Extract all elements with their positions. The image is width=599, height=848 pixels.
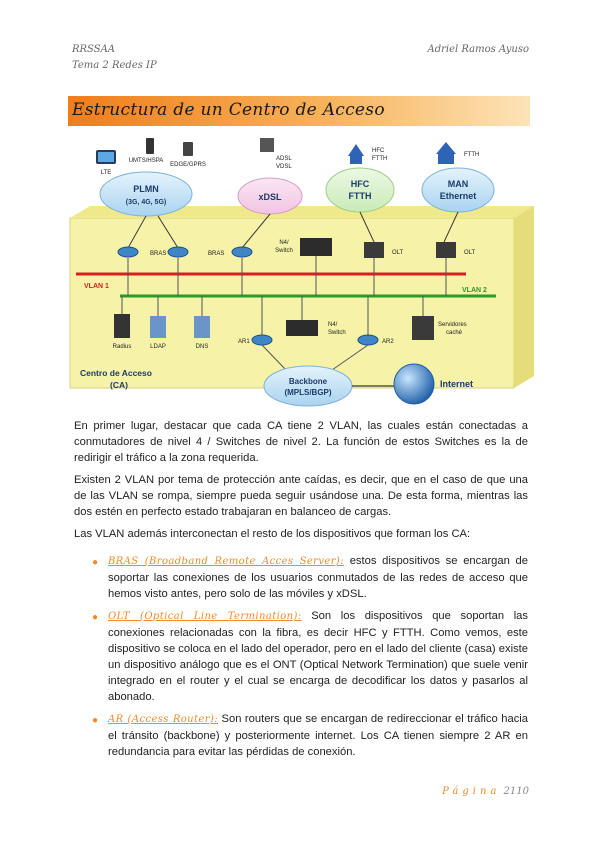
header-author: Adriel Ramos Ayuso: [427, 44, 530, 55]
bras-router-icon: BRAS: [117, 246, 166, 258]
svg-text:AR2: AR2: [382, 339, 394, 345]
radius-server-icon: Radius: [113, 314, 132, 350]
bullet-icon: ●: [92, 612, 99, 623]
modem-icon: ADSL VDSL: [260, 138, 292, 170]
lte-device-icon: LTE: [96, 150, 116, 176]
dns-database-icon: DNS: [194, 316, 210, 350]
svg-text:HFC: HFC: [372, 148, 385, 154]
page-footer: Página 2110: [442, 786, 529, 797]
header-subject: RRSSAA: [72, 44, 116, 55]
svg-text:LTE: LTE: [101, 170, 112, 176]
term-description: Son routers que se encargan de redirecci…: [108, 713, 528, 758]
svg-text:caché: caché: [446, 330, 463, 336]
term-description: estos dispositivos se encargan de soport…: [108, 555, 528, 600]
access-center-diagram: PLMN (3G, 4G, 5G) xDSL HFC FTTH MAN Ethe…: [69, 138, 534, 407]
n4-switch-icon: N4/ Switch: [275, 238, 332, 256]
list-item: ● AR (Access Router): Son routers que se…: [92, 711, 528, 760]
list-item: ● BRAS (Broadband Remote Acces Server): …: [92, 553, 528, 602]
umts-device-icon: UMTS/HSPA: [129, 138, 164, 164]
plmn-cloud: PLMN (3G, 4G, 5G): [99, 171, 193, 217]
svg-text:FTTH: FTTH: [349, 191, 372, 201]
paragraph: Las VLAN además interconectan el resto d…: [74, 528, 471, 540]
bullet-icon: ●: [92, 557, 99, 568]
ca-label-abbr: (CA): [110, 380, 128, 390]
ca-label: Centro de Acceso: [80, 368, 152, 378]
vlan1-label: VLAN 1: [84, 283, 109, 290]
house-ftth-icon: FTTH: [436, 142, 479, 164]
svg-text:BRAS: BRAS: [208, 251, 224, 257]
svg-text:(3G, 4G, 5G): (3G, 4G, 5G): [126, 199, 166, 206]
svg-text:LDAP: LDAP: [150, 344, 166, 350]
house-hfc-icon: HFC FTTH: [348, 144, 387, 164]
term-description: Son los dispositivos que soportan las co…: [108, 610, 528, 703]
man-ethernet-cloud: MAN Ethernet: [421, 167, 495, 213]
olt-icon: OLT: [364, 242, 404, 258]
svg-text:MAN: MAN: [448, 179, 469, 189]
term-label: OLT (Optical Line Termination):: [108, 611, 302, 622]
svg-text:FTTH: FTTH: [464, 152, 479, 158]
bras-router-icon: BRAS: [208, 246, 253, 258]
n4-switch-icon: N4/ Switch: [286, 320, 346, 336]
svg-text:BRAS: BRAS: [150, 251, 166, 257]
bullet-icon: ●: [92, 715, 99, 726]
svg-text:ADSL: ADSL: [276, 156, 292, 162]
svg-text:FTTH: FTTH: [372, 156, 387, 162]
svg-text:N4/: N4/: [328, 322, 338, 328]
svg-text:Switch: Switch: [275, 248, 293, 254]
svg-text:HFC: HFC: [351, 179, 370, 189]
svg-text:Switch: Switch: [328, 330, 346, 336]
svg-text:OLT: OLT: [464, 250, 476, 256]
svg-text:Servidores: Servidores: [438, 322, 467, 328]
section-title-bar: Estructura de un Centro de Acceso: [68, 96, 530, 126]
vlan2-label: VLAN 2: [462, 287, 487, 294]
svg-text:PLMN: PLMN: [133, 184, 159, 194]
page-label: Página: [442, 786, 501, 797]
bras-router-icon: [167, 246, 189, 258]
svg-text:VDSL: VDSL: [276, 164, 292, 170]
paragraph: En primer lugar, destacar que cada CA ti…: [74, 420, 528, 464]
svg-text:AR1: AR1: [238, 339, 250, 345]
svg-text:OLT: OLT: [392, 250, 404, 256]
svg-text:(MPLS/BGP): (MPLS/BGP): [284, 388, 331, 397]
cache-servers-icon: Servidores caché: [412, 316, 467, 340]
olt-icon: OLT: [436, 242, 476, 258]
xdsl-cloud: xDSL: [237, 177, 303, 215]
svg-text:xDSL: xDSL: [258, 192, 282, 202]
svg-text:Radius: Radius: [113, 344, 132, 350]
svg-text:Ethernet: Ethernet: [440, 191, 477, 201]
section-title: Estructura de un Centro de Acceso: [72, 100, 385, 120]
page-number: 2110: [503, 786, 529, 797]
svg-text:N4/: N4/: [279, 240, 289, 246]
svg-text:Backbone: Backbone: [289, 377, 328, 386]
device-list: ● BRAS (Broadband Remote Acces Server): …: [92, 553, 528, 766]
term-label: BRAS (Broadband Remote Acces Server):: [108, 556, 344, 567]
list-item: ● OLT (Optical Line Termination): Son lo…: [92, 608, 528, 705]
paragraph: Existen 2 VLAN por tema de protección an…: [74, 474, 528, 518]
backbone-cloud: Backbone (MPLS/BGP): [263, 365, 353, 407]
hfc-ftth-cloud: HFC FTTH: [325, 167, 395, 213]
svg-text:Internet: Internet: [440, 379, 473, 389]
svg-text:DNS: DNS: [196, 344, 209, 350]
term-label: AR (Access Router):: [108, 714, 218, 725]
svg-text:EDGE/GPRS: EDGE/GPRS: [170, 162, 206, 168]
ldap-database-icon: LDAP: [150, 316, 166, 350]
internet-globe-icon: Internet: [393, 363, 473, 405]
svg-text:UMTS/HSPA: UMTS/HSPA: [129, 158, 164, 164]
edge-device-icon: EDGE/GPRS: [170, 142, 206, 168]
header-topic: Tema 2 Redes IP: [72, 60, 157, 71]
